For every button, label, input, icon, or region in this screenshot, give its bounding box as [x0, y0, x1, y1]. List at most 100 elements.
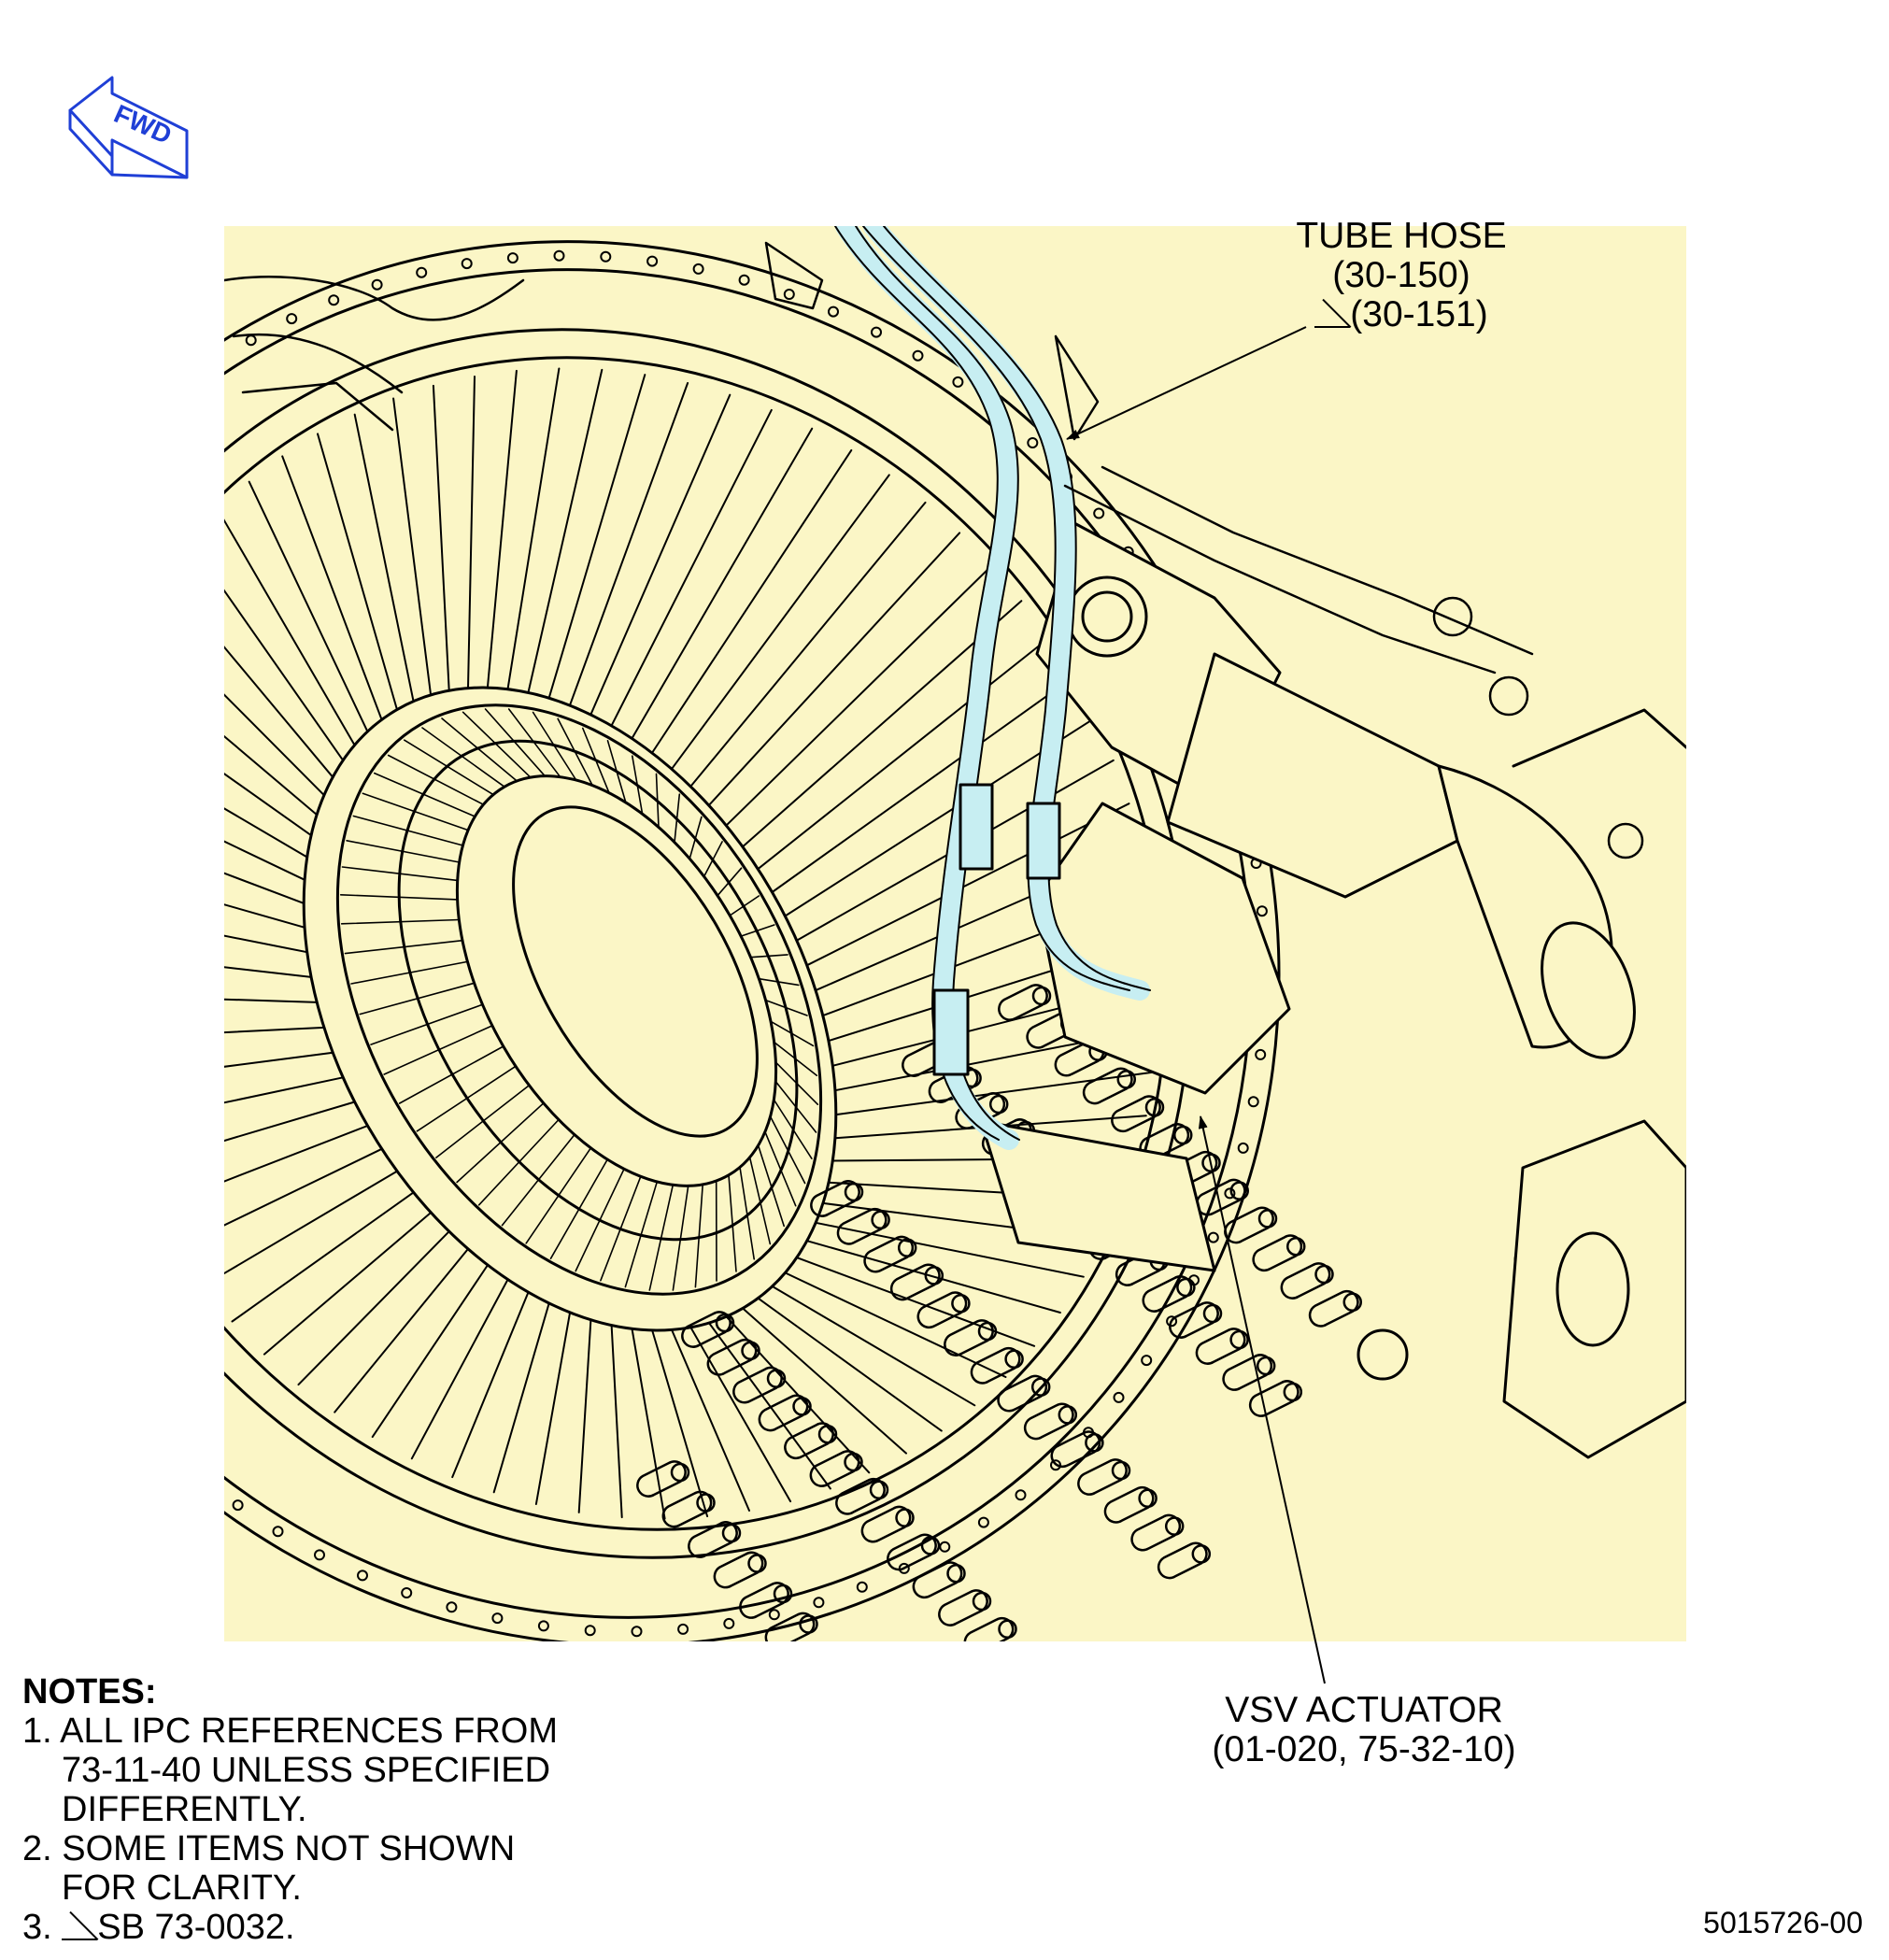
stator-vane	[224, 1147, 383, 1227]
tube-hose-ref-2-row: (30-151)	[1214, 295, 1588, 334]
stator-vane	[392, 397, 433, 696]
vsv-lever	[764, 1612, 818, 1641]
vsv-lever	[791, 1643, 843, 1678]
rotor-blade	[655, 773, 660, 829]
vsv-lever	[916, 1291, 971, 1329]
tube-hose-leader	[1066, 326, 1307, 440]
vsv-lever	[1130, 1513, 1185, 1552]
rotor-blade	[757, 1144, 786, 1228]
bolt-hole	[537, 1620, 549, 1632]
note-1: 1. ALL IPC REFERENCES FROM	[22, 1711, 558, 1751]
vsv-lever	[688, 1521, 742, 1558]
rotor-blade	[421, 727, 505, 788]
rotor-blade	[774, 1080, 817, 1133]
note-1-line-3: DIFFERENTLY.	[62, 1790, 307, 1829]
vsv-lever	[1050, 1430, 1104, 1469]
rotor-blade	[462, 711, 532, 778]
stator-vane	[568, 382, 689, 707]
bolt-hole	[195, 1471, 205, 1481]
stator-vane	[224, 1026, 325, 1034]
rotor-blade	[507, 708, 561, 778]
stator-vane	[224, 1170, 399, 1275]
bolt-hole	[871, 326, 882, 338]
stator-vane	[224, 1051, 334, 1068]
rotor-blade	[398, 1045, 504, 1104]
stator-vane	[224, 734, 319, 817]
bolt-hole	[416, 266, 428, 278]
stator-vane	[432, 384, 450, 692]
stator-vane	[224, 589, 345, 761]
vsv-lever	[1139, 1123, 1193, 1160]
stator-vane	[771, 676, 1074, 893]
vsv-lever	[1077, 1458, 1131, 1496]
bolt-hole	[1224, 1187, 1236, 1200]
tube-hose-ref-2: (30-151)	[1350, 294, 1488, 334]
bolt-hole	[207, 360, 217, 369]
bolt-hole	[1113, 1391, 1125, 1403]
stator-vane	[757, 637, 1050, 871]
rotor-blade	[770, 1020, 815, 1047]
notes-section: NOTES: 1. ALL IPC REFERENCES FROM 73-11-…	[22, 1672, 558, 1947]
vsv-lever	[835, 1477, 889, 1515]
note-1-number: 1.	[22, 1711, 52, 1751]
vsv-lever	[863, 1235, 917, 1273]
rotor-blade	[383, 1025, 493, 1075]
stator-vane	[577, 1318, 592, 1513]
vsv-actuator-ref: (01-020, 75-32-10)	[1212, 1729, 1516, 1769]
stator-vane	[410, 1278, 509, 1460]
upper-structure	[224, 241, 1644, 859]
stator-vane	[795, 1257, 1036, 1347]
rotor-blade	[648, 1184, 675, 1291]
vsv-lever	[1157, 1541, 1212, 1580]
bolt-hole	[584, 1625, 596, 1637]
bolt-hole	[939, 1541, 951, 1553]
rotor-blade	[525, 1147, 592, 1244]
stator-vane	[805, 802, 1130, 967]
rotor-blade	[373, 772, 476, 817]
vsv-lever	[955, 1092, 1009, 1129]
stator-vane	[534, 1311, 572, 1505]
bolt-hole	[314, 1549, 325, 1561]
bolt-hole	[20, 561, 29, 571]
bolt-hole	[286, 313, 298, 325]
bolt-hole	[0, 603, 7, 612]
bolt-hole	[738, 274, 750, 286]
bolt-hole	[171, 388, 180, 397]
rotor-blade	[501, 1133, 575, 1227]
rotor-blade	[689, 816, 703, 860]
bolt-hole	[828, 305, 839, 318]
rotor-blade	[773, 1099, 813, 1159]
rotor-blade	[456, 1102, 545, 1184]
note-3: 3. SB 73-0032.	[22, 1908, 558, 1947]
rotor-blade	[729, 895, 760, 916]
bolt-hole	[1093, 507, 1105, 519]
bolt-hole	[977, 1516, 989, 1528]
bolt-hole	[912, 349, 924, 362]
stator-vane	[224, 1101, 356, 1143]
stator-vane	[492, 1302, 550, 1494]
stator-vane	[224, 998, 319, 1003]
rotor-blade	[341, 866, 459, 882]
vsv-lever	[1111, 1095, 1165, 1133]
stator-vane	[224, 772, 313, 837]
note-2-line-2: FOR CLARITY.	[62, 1868, 302, 1908]
stator-vane	[757, 1297, 943, 1432]
bolt-hole	[1015, 1489, 1027, 1501]
vsv-lever	[713, 1551, 767, 1589]
bolt-hole	[357, 1569, 368, 1582]
vsv-lever	[944, 1319, 998, 1356]
rotor-blade	[606, 739, 627, 803]
stator-vane	[248, 480, 369, 733]
vsv-lever	[784, 1422, 838, 1460]
bolt-hole	[1247, 1096, 1259, 1108]
rotor-blade	[717, 867, 743, 897]
rotor-blade	[631, 755, 644, 816]
vsv-lever	[889, 1263, 944, 1301]
bolt-hole	[1141, 1355, 1153, 1367]
stator-vane	[334, 1247, 470, 1413]
sb-flag-icon	[1314, 300, 1351, 328]
bolt-hole	[36, 1290, 45, 1300]
vsv-lever	[860, 1505, 915, 1543]
stator-vane	[651, 1328, 709, 1518]
rotor-blade	[346, 839, 461, 863]
